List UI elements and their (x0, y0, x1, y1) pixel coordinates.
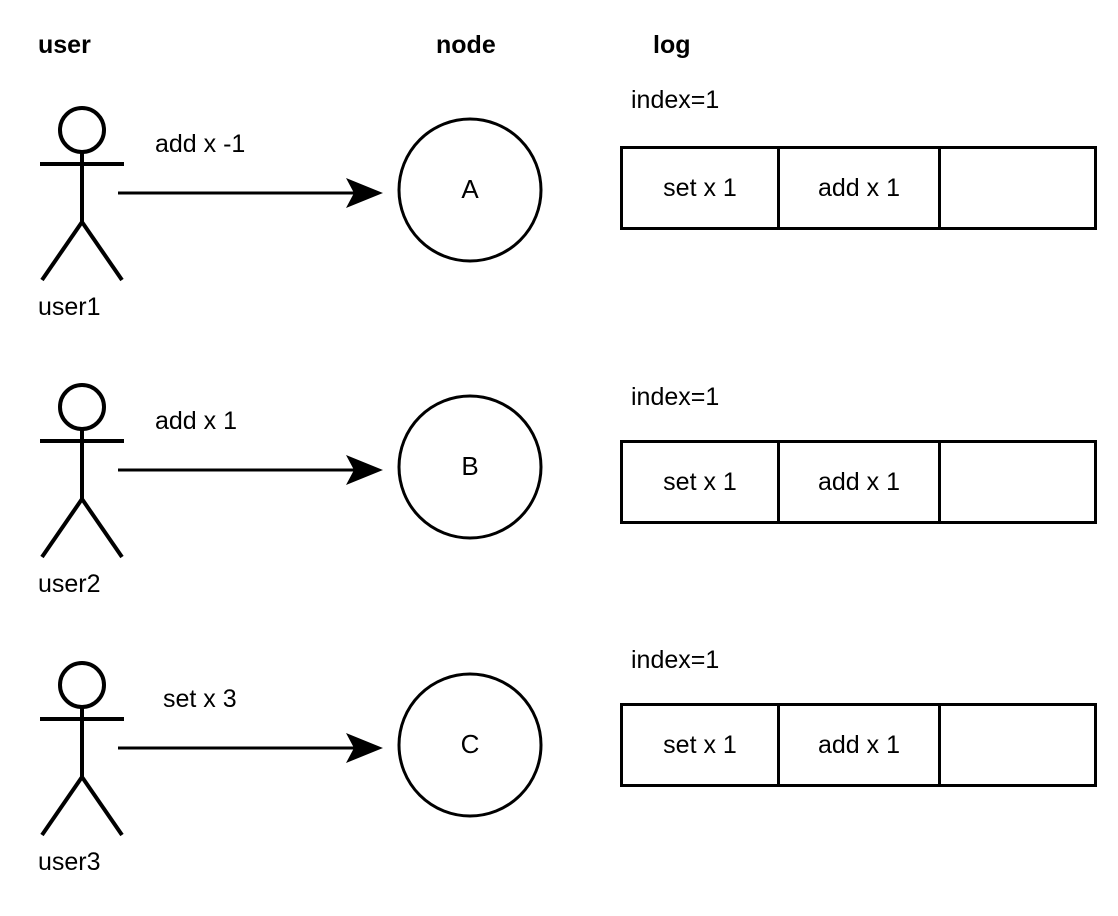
node-letter: A (461, 174, 479, 204)
message-label: add x 1 (155, 407, 238, 435)
log-table: set x 1 add x 1 (620, 440, 1097, 524)
arrow-right-icon (118, 455, 383, 485)
circle-node-icon (397, 394, 543, 540)
node-letter: C (460, 729, 480, 759)
circle-node-icon (397, 672, 543, 818)
log-table: set x 1 add x 1 (620, 703, 1097, 787)
log-cell: add x 1 (780, 443, 941, 521)
stick-figure-icon (40, 661, 124, 837)
node-letter: B (461, 451, 479, 481)
log-index-label: index=1 (631, 86, 720, 114)
log-cell (941, 149, 1094, 227)
log-cell: set x 1 (623, 149, 780, 227)
actor-label: user3 (38, 848, 101, 876)
log-index-label: index=1 (631, 383, 720, 411)
log-index-label: index=1 (631, 646, 720, 674)
column-header-user: user (38, 31, 91, 59)
message-label: add x -1 (155, 130, 246, 158)
log-cell (941, 443, 1094, 521)
log-cell: set x 1 (623, 443, 780, 521)
actor-label: user1 (38, 293, 101, 321)
stick-figure-icon (40, 383, 124, 559)
log-cell (941, 706, 1094, 784)
circle-node-icon (397, 117, 543, 263)
column-header-node: node (436, 31, 496, 59)
log-cell: add x 1 (780, 149, 941, 227)
column-header-log: log (653, 31, 691, 59)
arrow-right-icon (118, 178, 383, 208)
arrow-right-icon (118, 733, 383, 763)
actor-label: user2 (38, 570, 101, 598)
log-cell: set x 1 (623, 706, 780, 784)
log-table: set x 1 add x 1 (620, 146, 1097, 230)
log-cell: add x 1 (780, 706, 941, 784)
stick-figure-icon (40, 106, 124, 282)
message-label: set x 3 (163, 685, 237, 713)
